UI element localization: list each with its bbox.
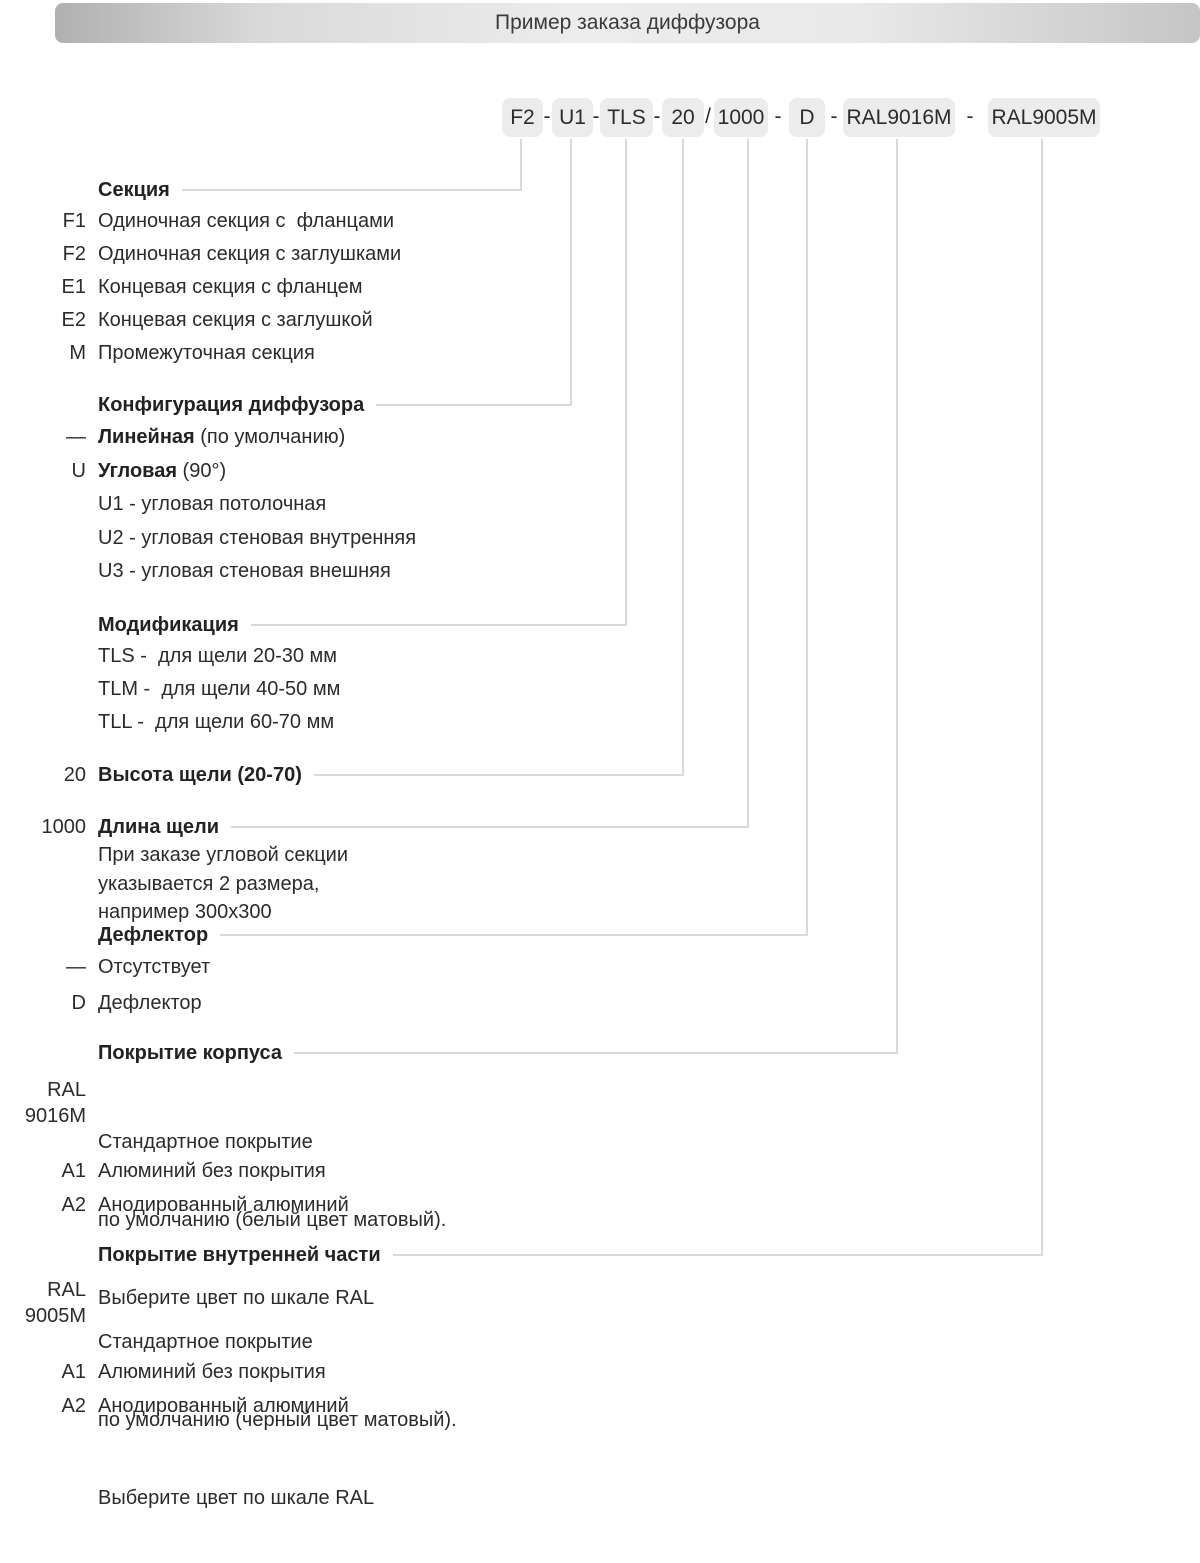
code-box-body-coating: RAL9016M <box>843 98 955 137</box>
list-item: —Линейная (по умолчанию) <box>66 426 346 449</box>
section-title: Конфигурация диффузора <box>98 393 365 416</box>
section-heading-modification: Модификация <box>0 609 626 641</box>
dash-separator: - <box>592 105 600 128</box>
code-box-deflector: D <box>789 98 825 137</box>
section-items-modification: TLS - для щели 20-30 мм TLM - для щели 4… <box>0 640 1200 739</box>
section-heading-slot-length: 1000 Длина щели <box>0 811 748 843</box>
dash-separator: - <box>653 105 661 128</box>
section-title: Модификация <box>98 613 239 636</box>
code-box-slot-height: 20 <box>662 98 704 137</box>
page-title: Пример заказа диффузора <box>495 11 760 34</box>
section-heading-inner-coating: Покрытие внутренней части <box>0 1239 1042 1271</box>
dash-separator: - <box>543 105 551 128</box>
heading-line <box>250 624 626 626</box>
section-title: Дефлектор <box>98 923 209 946</box>
ral-default-item: RAL 9016M Стандартное покрытие по умолча… <box>0 1077 446 1363</box>
section-title: Секция <box>98 178 170 201</box>
heading-line <box>220 934 807 936</box>
list-item: TLS - для щели 20-30 мм <box>98 645 338 667</box>
ral-code: RAL 9005M <box>24 1279 86 1327</box>
dash-separator: - <box>774 105 782 128</box>
section-title: Покрытие внутренней части <box>98 1243 381 1266</box>
list-item: —Отсутствует <box>66 955 211 978</box>
list-item: U2 - угловая стеновая внутренняя <box>98 526 417 549</box>
list-item: U3 - угловая стеновая внешняя <box>98 560 391 583</box>
heading-line <box>231 826 748 828</box>
dash-separator: - <box>830 105 838 128</box>
section-title: Длина щели <box>98 815 220 838</box>
title-bar: Пример заказа диффузора <box>55 3 1200 43</box>
heading-line <box>376 404 571 406</box>
code-box-configuration: U1 <box>552 98 593 137</box>
section-title: Покрытие корпуса <box>98 1041 283 1064</box>
section-title: Высота щели (20-70) <box>98 763 302 786</box>
section-heading-section: Секция <box>0 174 521 206</box>
dash-separator: - <box>966 105 974 128</box>
list-item: TLM - для щели 40-50 мм <box>98 678 341 700</box>
ral-code: RAL 9016M <box>24 1079 86 1127</box>
heading-line <box>294 1052 897 1054</box>
heading-line <box>392 1254 1042 1256</box>
slash-separator: / <box>705 105 711 128</box>
list-item: TLL - для щели 60-70 мм <box>98 711 335 733</box>
heading-line <box>181 189 521 191</box>
heading-line <box>313 774 683 776</box>
slot-length-note: При заказе угловой секции указывается 2 … <box>98 844 349 923</box>
code-box-slot-length: 1000 <box>714 98 768 137</box>
section-code: 1000 <box>41 815 87 838</box>
section-heading-configuration: Конфигурация диффузора <box>0 389 571 421</box>
code-box-modification: TLS <box>600 98 653 137</box>
section-heading-deflector: Дефлектор <box>0 919 807 951</box>
ral-description: Стандартное покрытие по умолчанию (белый… <box>98 1131 447 1309</box>
section-code: 20 <box>63 763 86 786</box>
section-heading-body-coating: Покрытие корпуса <box>0 1037 897 1069</box>
list-item: U1 - угловая потолочная <box>98 493 327 516</box>
section-heading-slot-height: 20 Высота щели (20-70) <box>0 759 683 791</box>
code-box-inner-coating: RAL9005M <box>988 98 1100 137</box>
code-box-section: F2 <box>502 98 543 137</box>
